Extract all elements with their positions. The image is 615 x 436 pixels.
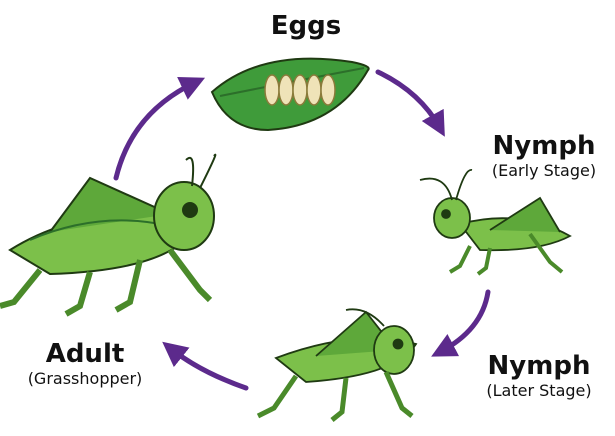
label-adult: Adult (Grasshopper) xyxy=(0,340,170,388)
label-nymph-later: Nymph (Later Stage) xyxy=(466,352,612,400)
arrow-early-to-later-nymph xyxy=(440,292,488,352)
nymph-early-title: Nymph xyxy=(474,132,614,162)
nymph-later-sub: (Later Stage) xyxy=(466,382,612,400)
nymph-early-sub: (Early Stage) xyxy=(474,162,614,180)
eggs-on-leaf-image xyxy=(212,59,369,130)
adult-title: Adult xyxy=(0,340,170,370)
adult-sub: (Grasshopper) xyxy=(0,370,170,388)
arrow-eggs-to-early-nymph xyxy=(378,72,440,128)
arrow-adult-to-eggs xyxy=(116,82,196,178)
eggs-title: Eggs xyxy=(236,12,376,42)
nymph-later-image xyxy=(258,309,416,420)
nymph-later-title: Nymph xyxy=(466,352,612,382)
arrow-later-nymph-to-adult xyxy=(170,348,246,388)
nymph-early-image xyxy=(420,170,570,274)
adult-grasshopper-image xyxy=(0,155,215,314)
label-nymph-early: Nymph (Early Stage) xyxy=(474,132,614,180)
label-eggs: Eggs xyxy=(236,12,376,42)
